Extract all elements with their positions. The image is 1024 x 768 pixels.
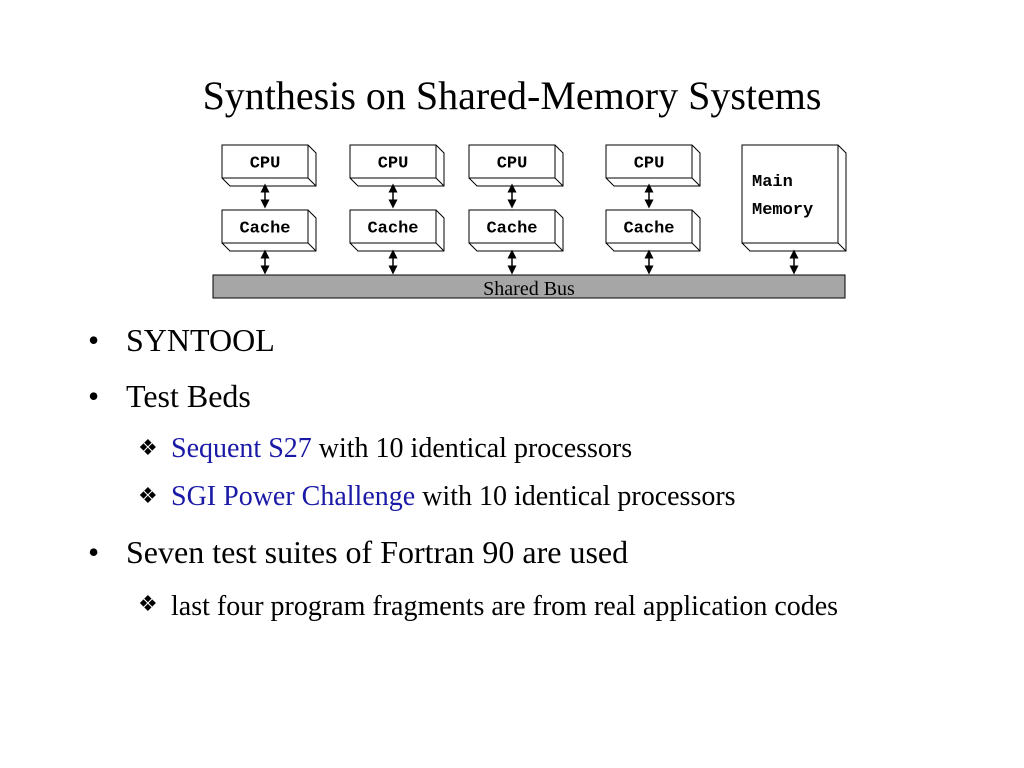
cpu-label: CPU [634, 155, 665, 174]
cache-box: Cache [605, 209, 701, 252]
cpu-box: CPU [605, 144, 701, 187]
testbed-name: SGI Power Challenge [171, 481, 416, 512]
memory-label-line1: Main [752, 173, 793, 192]
sub-bullet-text: last four program fragments are from rea… [171, 591, 839, 622]
cpu-box: CPU [349, 144, 445, 187]
cache-label: Cache [486, 220, 537, 239]
cpu-box: CPU [221, 144, 317, 187]
diamond-bullet-icon: ❖ [138, 436, 158, 461]
memory-label-line2: Memory [752, 201, 813, 220]
diamond-bullet-icon: ❖ [138, 484, 158, 509]
diamond-bullet-icon: ❖ [138, 592, 158, 617]
cache-label: Cache [623, 220, 674, 239]
cache-box: Cache [221, 209, 317, 252]
shared-memory-diagram: CPU Cache CPU Cache CPU Cache CPU Cache Main Me… [212, 144, 847, 300]
bullet-dot-icon: • [88, 378, 100, 414]
testbed-name: Sequent S27 [171, 433, 312, 464]
cache-box: Cache [349, 209, 445, 252]
bullet-dot-icon: • [88, 322, 100, 358]
shared-bus-label: Shared Bus [483, 278, 575, 300]
testbed-description: with 10 identical processors [415, 481, 736, 512]
cpu-label: CPU [250, 155, 281, 174]
main-memory-box: Main Memory [741, 144, 847, 252]
cpu-label: CPU [497, 155, 528, 174]
sub-bullet-item: ❖ last four program fragments are from r… [138, 587, 918, 627]
sub-bullet-item: ❖ SGI Power Challenge with 10 identical … [138, 479, 918, 515]
shared-bus: Shared Bus [212, 274, 846, 300]
testbed-description: with 10 identical processors [311, 433, 633, 464]
bullet-text: Seven test suites of Fortran 90 are used [126, 534, 629, 570]
cpu-label: CPU [378, 155, 409, 174]
bullet-dot-icon: • [88, 534, 100, 570]
bullet-text: SYNTOOL [126, 322, 275, 358]
bullet-text: Test Beds [126, 378, 251, 414]
cache-label: Cache [239, 220, 290, 239]
cache-box: Cache [468, 209, 564, 252]
slide-title: Synthesis on Shared-Memory Systems [202, 73, 822, 118]
cache-label: Cache [367, 220, 418, 239]
sub-bullet-item: ❖ Sequent S27 with 10 identical processo… [138, 431, 918, 467]
cpu-box: CPU [468, 144, 564, 187]
